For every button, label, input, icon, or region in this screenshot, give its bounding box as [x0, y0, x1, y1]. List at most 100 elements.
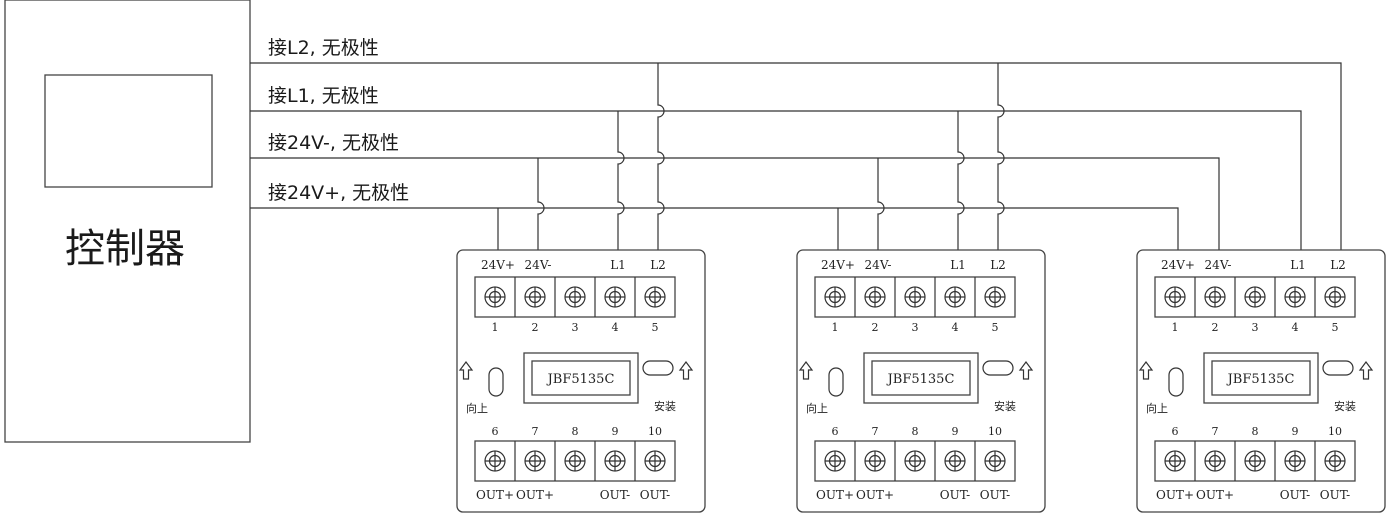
- terminal-screw-icon: [904, 450, 926, 472]
- controller-title: 控制器: [65, 226, 185, 272]
- label-install: 安装: [654, 399, 676, 413]
- bottom-terminal-label: OUT-: [1320, 488, 1350, 502]
- terminal-screw-icon: [644, 286, 666, 308]
- slot-vertical: [1168, 367, 1184, 397]
- label-install: 安装: [1334, 399, 1356, 413]
- bottom-terminal-label: OUT+: [1156, 488, 1194, 502]
- top-terminal-number: 5: [1332, 321, 1339, 334]
- terminal-screw-icon: [1284, 450, 1306, 472]
- model-label-box: [1211, 360, 1311, 396]
- top-terminal-number: 2: [532, 321, 539, 334]
- label-up: 向上: [466, 401, 488, 415]
- top-terminal-label: L2: [990, 258, 1006, 272]
- bottom-terminal-number: 6: [832, 425, 839, 438]
- bottom-terminal-number: 10: [648, 425, 662, 438]
- terminal-screw-icon: [564, 286, 586, 308]
- terminal-screw-icon: [524, 450, 546, 472]
- wire-label-3: 接24V+, 无极性: [268, 182, 409, 204]
- terminal-screw-icon: [604, 450, 626, 472]
- top-terminal-label: 24V+: [821, 258, 855, 272]
- terminal-screw-icon: [824, 286, 846, 308]
- top-terminal-number: 1: [832, 321, 839, 334]
- bottom-terminal-label: OUT+: [516, 488, 554, 502]
- terminal-block: [814, 440, 1016, 482]
- wire-drop: [877, 158, 885, 250]
- terminal-screw-icon: [1324, 450, 1346, 472]
- terminal-screw-icon: [524, 286, 546, 308]
- bottom-terminal-label: OUT-: [600, 488, 630, 502]
- terminal-screw-icon: [824, 450, 846, 472]
- terminal-screw-icon: [904, 286, 926, 308]
- top-terminal-number: 5: [992, 321, 999, 334]
- bottom-terminal-number: 9: [1292, 425, 1299, 438]
- bottom-terminal-number: 8: [912, 425, 919, 438]
- label-up: 向上: [1146, 401, 1168, 415]
- terminal-screw-icon: [484, 286, 506, 308]
- bottom-terminal-number: 8: [1252, 425, 1259, 438]
- terminal-screw-icon: [604, 286, 626, 308]
- slot-vertical: [488, 367, 504, 397]
- wire-drops: [497, 63, 1005, 250]
- up-arrow-icon: [1358, 361, 1374, 380]
- up-arrow-icon: [798, 361, 814, 380]
- controller-display: [44, 74, 213, 188]
- bottom-terminal-label: OUT+: [476, 488, 514, 502]
- wire-label-0: 接L2, 无极性: [268, 37, 379, 59]
- terminal-screw-icon: [644, 450, 666, 472]
- wire-bus-0: [250, 62, 1342, 250]
- controller: 控制器: [4, 0, 251, 443]
- wire-drop: [657, 63, 665, 250]
- top-terminal-label: L1: [950, 258, 966, 272]
- bottom-terminal-number: 7: [1212, 425, 1219, 438]
- top-terminal-number: 2: [872, 321, 879, 334]
- wire-drop: [617, 111, 625, 250]
- top-terminal-number: 3: [1252, 321, 1259, 334]
- bottom-terminal-label: OUT-: [940, 488, 970, 502]
- wire-bus-2: [250, 157, 1220, 250]
- wire-drop: [997, 63, 1005, 250]
- model-label-box: [531, 360, 631, 396]
- model-label-box: [871, 360, 971, 396]
- terminal-screw-icon: [1204, 450, 1226, 472]
- terminal-screw-icon: [1164, 286, 1186, 308]
- wire-drop: [957, 111, 965, 250]
- controller-box: [4, 0, 251, 443]
- top-terminal-number: 1: [1172, 321, 1179, 334]
- bottom-terminal-label: OUT+: [816, 488, 854, 502]
- terminal-screw-icon: [864, 450, 886, 472]
- top-terminal-number: 5: [652, 321, 659, 334]
- wire-label-1: 接L1, 无极性: [268, 85, 379, 107]
- up-arrow-icon: [458, 361, 474, 380]
- label-install: 安装: [994, 399, 1016, 413]
- slot-vertical: [828, 367, 844, 397]
- bottom-terminal-number: 8: [572, 425, 579, 438]
- bottom-terminal-number: 6: [1172, 425, 1179, 438]
- up-arrow-icon: [1138, 361, 1154, 380]
- wire-bus-3: [250, 207, 1179, 250]
- bottom-terminal-number: 10: [1328, 425, 1342, 438]
- label-up: 向上: [806, 401, 828, 415]
- model-label: JBF5135C: [546, 372, 615, 387]
- terminal-screw-icon: [984, 450, 1006, 472]
- top-terminal-number: 4: [612, 321, 619, 334]
- wire-bus-1: [250, 110, 1302, 250]
- slot-horizontal: [982, 360, 1014, 376]
- terminal-screw-icon: [1164, 450, 1186, 472]
- up-arrow-icon: [678, 361, 694, 380]
- bottom-terminal-number: 9: [952, 425, 959, 438]
- top-terminal-number: 3: [912, 321, 919, 334]
- bottom-terminal-label: OUT-: [1280, 488, 1310, 502]
- model-label: JBF5135C: [886, 372, 955, 387]
- wire-drop: [537, 158, 545, 250]
- top-terminal-number: 1: [492, 321, 499, 334]
- bottom-terminal-label: OUT+: [1196, 488, 1234, 502]
- top-terminal-label: 24V-: [865, 258, 892, 272]
- terminal-screw-icon: [564, 450, 586, 472]
- bottom-terminal-label: OUT-: [640, 488, 670, 502]
- terminal-screw-icon: [1244, 286, 1266, 308]
- terminal-screw-icon: [1324, 286, 1346, 308]
